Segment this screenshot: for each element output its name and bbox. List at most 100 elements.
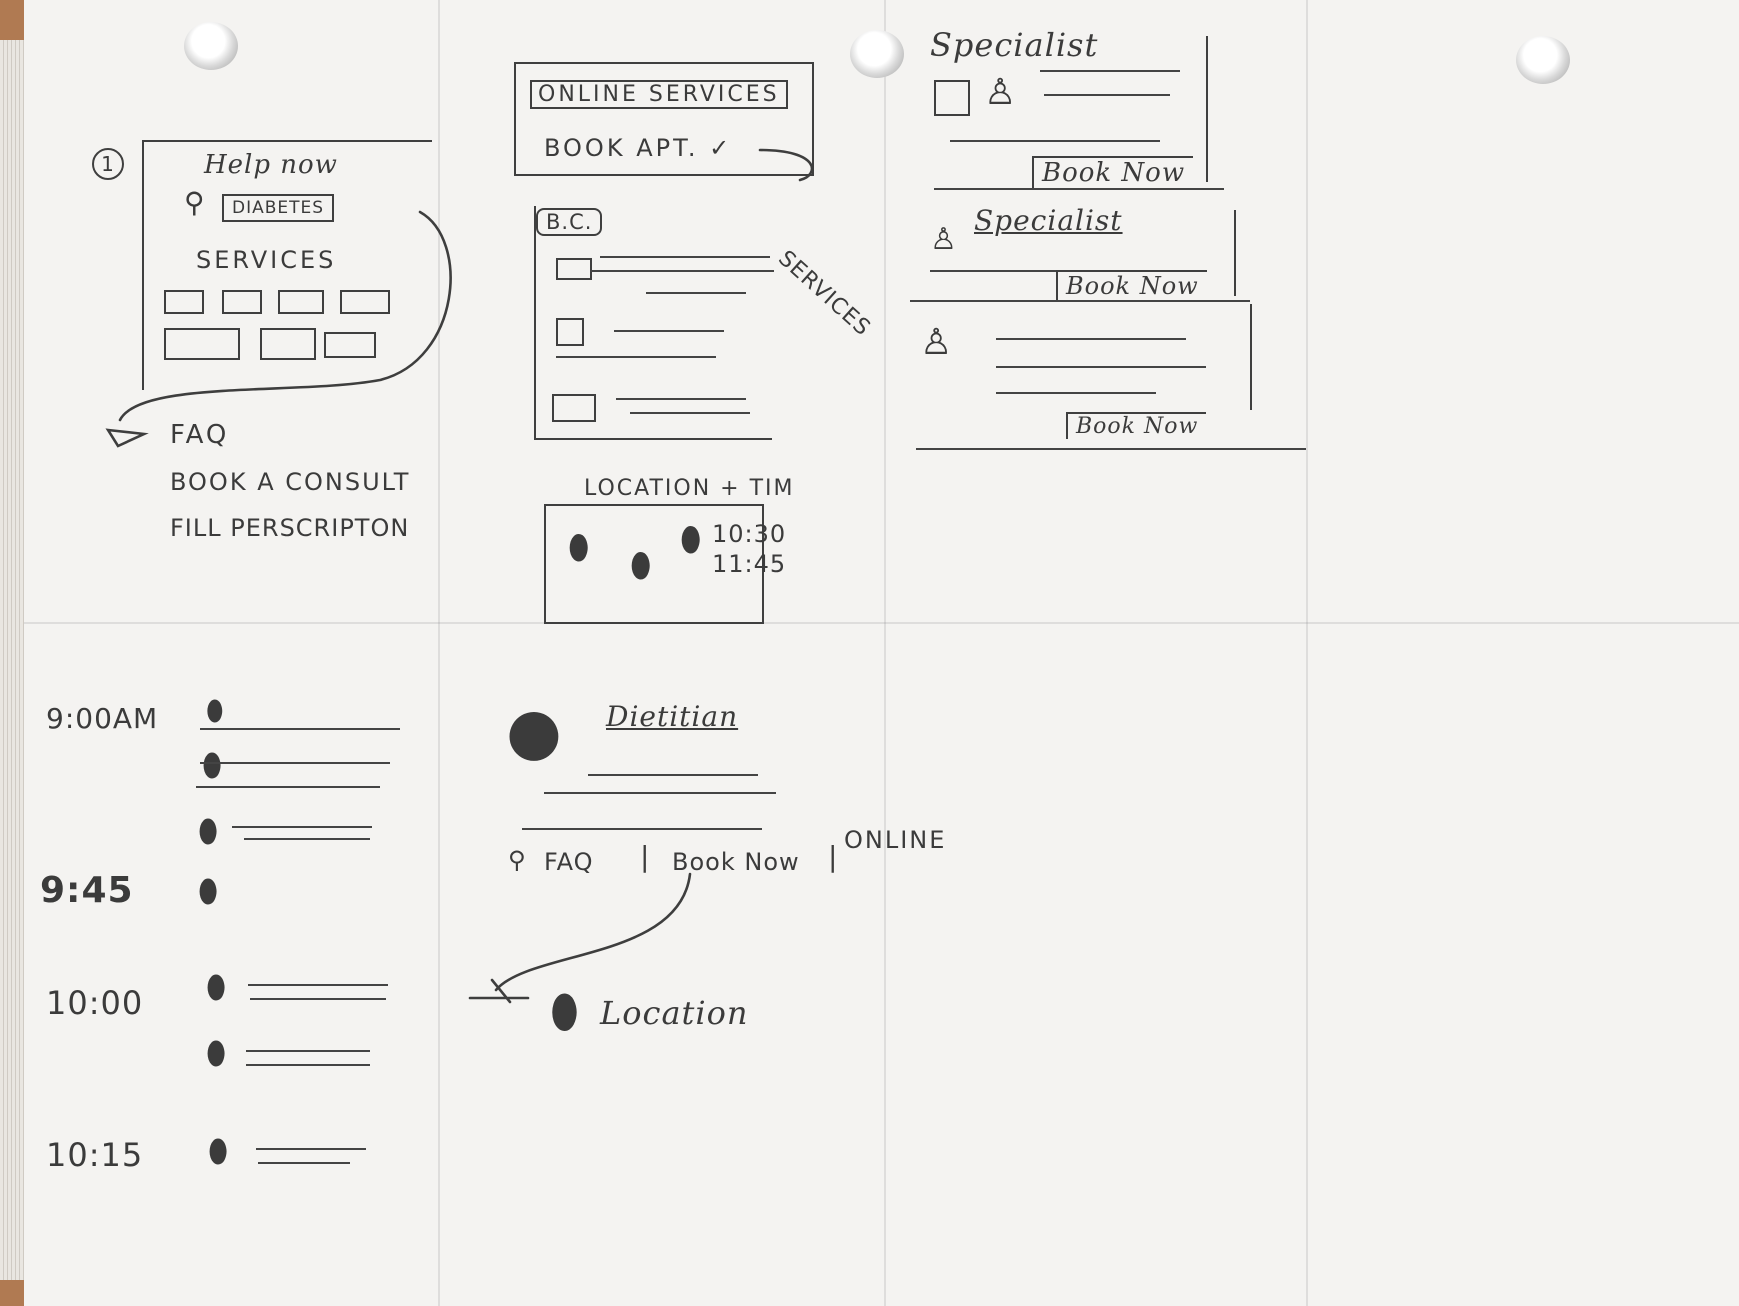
card-text-line	[996, 366, 1206, 368]
tab-panel-frame	[514, 62, 814, 176]
service-tile[interactable]	[164, 328, 240, 360]
card-divider	[1250, 304, 1252, 410]
service-tile[interactable]	[164, 290, 204, 314]
card-divider	[1206, 36, 1208, 182]
slot-text-line	[232, 826, 372, 828]
flow-arrow-path	[758, 148, 814, 182]
slot-text-line	[250, 998, 386, 1000]
nav-faq[interactable]: FAQ	[544, 848, 594, 876]
service-tile[interactable]	[340, 290, 390, 314]
nav-book-now[interactable]: Book Now	[672, 848, 800, 876]
search-input[interactable]: DIABETES	[222, 194, 335, 222]
service-tile[interactable]	[278, 290, 324, 314]
map-pin-icon[interactable]: ⬮	[680, 520, 703, 560]
tab-online-services[interactable]: ONLINE SERVICES	[530, 80, 788, 109]
search-icon[interactable]: ⚲	[184, 186, 206, 219]
tab-book-apt[interactable]: BOOK APT. ✓	[544, 134, 733, 162]
map-pin-icon[interactable]: ⬮	[630, 546, 653, 586]
map-pin-icon[interactable]: ⬮	[198, 812, 220, 850]
slot-text-line	[200, 762, 390, 764]
card-divider	[916, 448, 1306, 450]
service-checkbox[interactable]	[556, 258, 592, 280]
specialist-title: Specialist	[974, 204, 1123, 237]
punch-hole	[1516, 36, 1570, 84]
specialist-title: Specialist	[930, 26, 1099, 64]
services-list-frame	[534, 206, 772, 440]
card-divider	[1234, 210, 1236, 296]
service-checkbox[interactable]	[556, 318, 584, 346]
search-icon[interactable]: ⚲	[508, 846, 527, 874]
apple-icon: ●	[506, 695, 563, 769]
menu-item-book-consult[interactable]: BOOK A CONSULT	[170, 468, 411, 496]
map-pin-icon[interactable]: ⬮	[208, 1132, 230, 1170]
slot-text-line	[258, 1162, 350, 1164]
screen-frame	[142, 140, 432, 390]
location-time-title: LOCATION + TIM	[584, 476, 795, 501]
time-slot-label: 9:45	[40, 870, 134, 911]
fold-line	[438, 0, 440, 1306]
specialist-checkbox[interactable]	[934, 80, 970, 116]
list-text-line	[646, 292, 746, 294]
list-text-line	[590, 270, 774, 272]
slot-text-line	[256, 1148, 366, 1150]
fold-line	[24, 622, 1739, 624]
book-now-button[interactable]: Book Now	[1066, 412, 1207, 439]
step-number: 1	[92, 148, 124, 180]
list-text-line	[600, 256, 770, 258]
dietitian-title: Dietitian	[606, 700, 739, 733]
card-divider	[934, 188, 1224, 190]
card-text-line	[1044, 94, 1170, 96]
menu-item-faq[interactable]: FAQ	[170, 420, 230, 450]
region-chip[interactable]: B.C.	[536, 208, 603, 236]
sketch-paper	[24, 0, 1739, 1306]
location-label: Location	[600, 994, 749, 1032]
card-divider	[910, 300, 1250, 302]
map-pin-icon[interactable]: ⬮	[202, 746, 224, 784]
book-now-button[interactable]: Book Now	[1032, 156, 1194, 188]
detail-text-line	[522, 828, 762, 830]
map-pin-icon[interactable]: ⬮	[206, 1034, 228, 1072]
card-text-line	[996, 392, 1156, 394]
punch-hole	[850, 30, 904, 78]
map-pin-icon[interactable]: ⬮	[198, 872, 220, 910]
service-tile[interactable]	[222, 290, 262, 314]
nav-separator: |	[828, 840, 839, 873]
card-text-line	[1040, 70, 1180, 72]
detail-text-line	[588, 774, 758, 776]
list-text-line	[614, 330, 724, 332]
service-tile[interactable]	[324, 332, 376, 358]
time-option[interactable]: 10:30	[712, 520, 787, 548]
map-pin-icon: ⬮	[550, 984, 580, 1038]
map-pin-icon[interactable]: ⬮	[206, 694, 225, 727]
person-icon: ♙	[930, 222, 958, 257]
flow-arrow-path	[118, 210, 452, 422]
fold-line	[884, 0, 886, 1306]
services-heading: SERVICES	[196, 246, 337, 274]
slot-text-line	[246, 1064, 370, 1066]
detail-text-line	[544, 792, 776, 794]
map-pin-icon[interactable]: ⬮	[568, 528, 591, 568]
arrow-head-icon	[468, 978, 530, 1004]
card-text-line	[996, 338, 1186, 340]
map-frame[interactable]	[544, 504, 764, 624]
map-pin-icon[interactable]: ⬮	[206, 968, 228, 1006]
punch-hole	[184, 22, 238, 70]
arrow-head-icon	[105, 428, 149, 448]
menu-item-fill-prescription[interactable]: FILL PERSCRIPTON	[170, 514, 410, 542]
person-icon: ♙	[920, 322, 954, 363]
person-icon: ♙	[984, 72, 1018, 113]
list-text-line	[556, 356, 716, 358]
time-option[interactable]: 11:45	[712, 550, 787, 578]
service-tile[interactable]	[260, 328, 316, 360]
book-now-button[interactable]: Book Now	[1056, 270, 1207, 300]
flow-arrow-path	[494, 872, 692, 992]
service-checkbox[interactable]	[552, 394, 596, 422]
list-text-line	[630, 412, 750, 414]
nav-separator: |	[640, 840, 651, 873]
time-slot-label: 9:00AM	[46, 702, 159, 735]
slot-text-line	[244, 838, 370, 840]
fold-line	[1306, 0, 1308, 1306]
nav-online[interactable]: ONLINE	[844, 826, 947, 854]
slot-text-line	[196, 786, 380, 788]
